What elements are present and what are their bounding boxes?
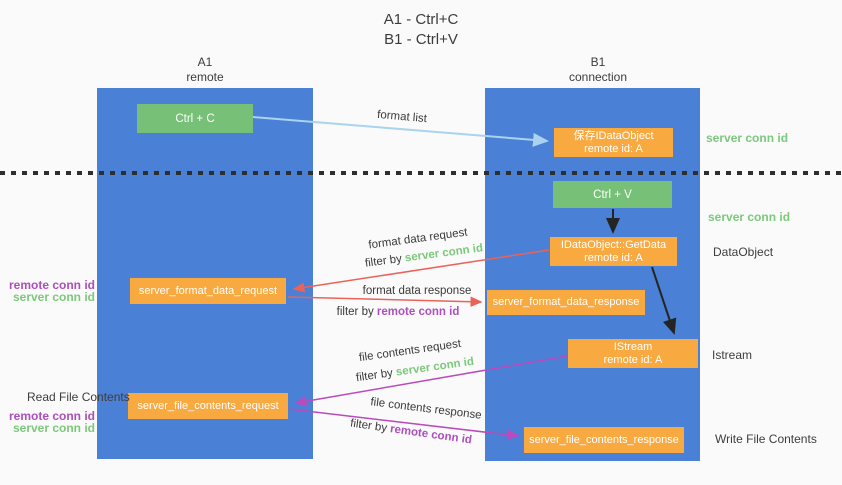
node-server-file-contents-request-label: server_file_contents_request <box>137 399 279 412</box>
node-ctrl-v: Ctrl + V <box>553 181 672 208</box>
server-conn-id-highlight-2: server conn id <box>395 355 475 379</box>
node-istream-line2: remote id: A <box>603 353 663 366</box>
filter-by-text-3: filter by <box>355 366 397 385</box>
label-format-list: format list <box>376 108 428 126</box>
side-label-read-file-contents: Read File Contents <box>27 390 130 404</box>
title-line-1: A1 - Ctrl+C <box>383 11 459 28</box>
node-ctrl-v-label: Ctrl + V <box>593 188 632 201</box>
side-label-istream: Istream <box>712 348 753 362</box>
phase-divider-line <box>0 171 842 175</box>
node-server-format-data-response-label: server_format_data_response <box>492 296 640 308</box>
column-a1-role: remote <box>186 70 224 84</box>
node-getdata-line1: IDataObject::GetData <box>560 238 667 251</box>
remote-conn-id-highlight-1: remote conn id <box>376 306 460 318</box>
remote-conn-id-label-1: remote conn id <box>8 278 95 292</box>
server-conn-id-label-1: server conn id <box>12 289 95 304</box>
node-server-format-data-response: server_format_data_response <box>487 290 645 315</box>
node-server-file-contents-response: server_file_contents_response <box>524 427 684 453</box>
node-server-format-data-request: server_format_data_request <box>130 278 286 304</box>
node-ctrl-c-label: Ctrl + C <box>175 112 215 125</box>
side-label-dataobject: DataObject <box>713 245 774 259</box>
node-istream-line1: IStream <box>613 340 653 353</box>
column-b1-name: B1 <box>590 55 606 69</box>
diagram-title: A1 - Ctrl+C B1 - Ctrl+V <box>301 10 541 50</box>
node-save-dataobject: 保存IDataObject remote id: A <box>554 128 673 157</box>
node-save-dataobject-line1: 保存IDataObject <box>573 129 654 142</box>
server-conn-id-highlight-1: server conn id <box>404 242 484 265</box>
node-server-file-contents-response-label: server_file_contents_response <box>529 433 679 446</box>
node-istream: IStream remote id: A <box>568 339 698 368</box>
label-format-data-response-filter: filter by remote conn id <box>337 306 460 318</box>
node-ctrl-c: Ctrl + C <box>137 104 253 133</box>
arrow-format-request-to-response <box>287 296 483 307</box>
column-header-a1: A1 remote <box>145 55 265 85</box>
side-label-format-conn-ids: remote conn id server conn id <box>0 278 95 304</box>
side-label-file-conn-ids: remote conn id server conn id <box>0 409 95 435</box>
node-getdata: IDataObject::GetData remote id: A <box>550 237 677 266</box>
label-file-contents-response: file contents response <box>369 396 483 422</box>
side-label-write-file-contents: Write File Contents <box>715 432 817 446</box>
label-format-data-response: format data response <box>362 285 472 297</box>
column-a1-name: A1 <box>197 55 213 69</box>
filter-by-text-1: filter by <box>364 252 406 270</box>
label-file-contents-response-filter: filter by remote conn id <box>349 418 472 447</box>
side-label-server-conn-id-mid: server conn id <box>708 210 791 224</box>
column-b1-role: connection <box>568 70 628 84</box>
node-server-file-contents-request: server_file_contents_request <box>128 393 288 419</box>
remote-conn-id-label-2: remote conn id <box>8 409 95 423</box>
title-line-2: B1 - Ctrl+V <box>384 31 458 48</box>
remote-conn-id-highlight-2: remote conn id <box>389 423 473 447</box>
side-label-server-conn-id-top: server conn id <box>706 131 789 145</box>
column-header-b1: B1 connection <box>538 55 658 85</box>
node-save-dataobject-line2: remote id: A <box>584 142 643 155</box>
filter-by-text-2: filter by <box>336 306 377 318</box>
node-server-format-data-request-label: server_format_data_request <box>138 284 278 297</box>
server-conn-id-label-2: server conn id <box>12 420 95 435</box>
node-getdata-line2: remote id: A <box>584 251 643 264</box>
filter-by-text-4: filter by <box>349 417 391 436</box>
